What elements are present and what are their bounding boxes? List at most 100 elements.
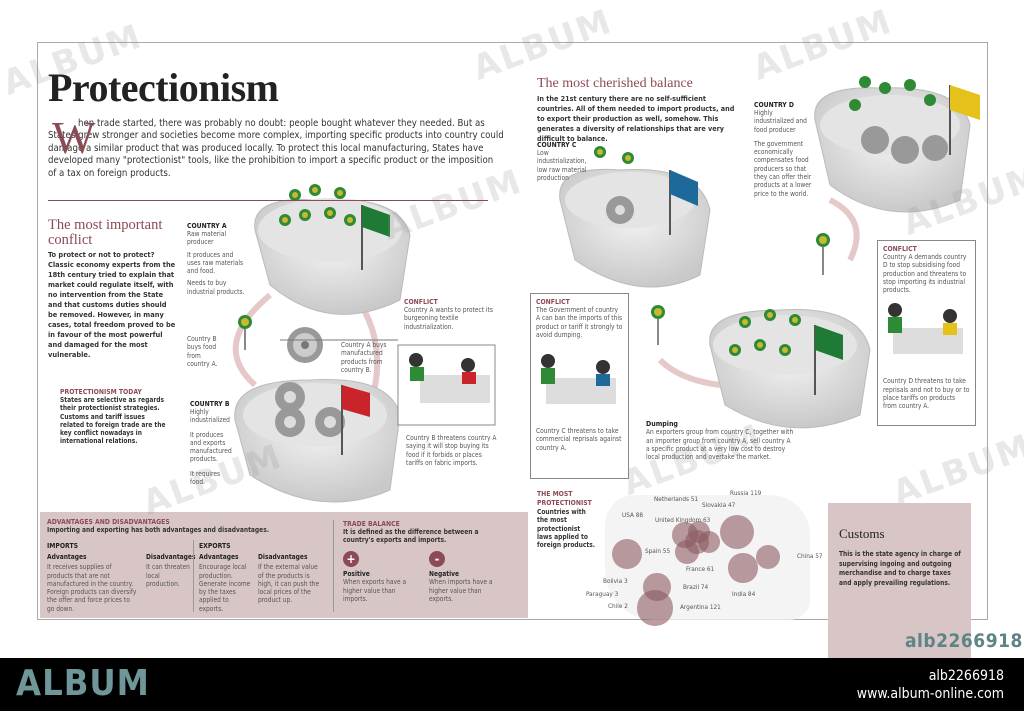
country-b-p2: It requires food. bbox=[190, 469, 221, 487]
bubble-label: USA 88 bbox=[622, 511, 644, 519]
country-a-p1: It produces and uses raw materials and f… bbox=[187, 250, 244, 276]
exports-label: EXPORTS bbox=[199, 542, 231, 550]
conflict-1-text: Country A wants to protect its burgeonin… bbox=[404, 306, 493, 331]
divider bbox=[193, 540, 194, 612]
bubble-china bbox=[755, 544, 781, 570]
bubble-label: Paraguay 3 bbox=[586, 590, 619, 598]
country-c-desc: Low industrialization, low raw material … bbox=[537, 149, 587, 182]
exports-advantages: Advantages Encourage local production. G… bbox=[199, 553, 251, 613]
positive-text: When exports have a higher value than im… bbox=[343, 578, 407, 603]
bubble-label: Bolivia 3 bbox=[603, 577, 628, 585]
bubble-label: Argentina 121 bbox=[680, 603, 721, 611]
trade-negative: - Negative When imports have a higher va… bbox=[429, 551, 494, 603]
exports-disadvantages: Disadvantages If the external value of t… bbox=[258, 553, 320, 605]
protectionist-label: THE MOST PROTECTIONIST bbox=[537, 490, 592, 507]
dumping-heading: Dumping bbox=[646, 420, 678, 428]
protectionist-text: Countries with the most protectionist la… bbox=[537, 508, 596, 550]
dumping: Dumping An exporters group from country … bbox=[646, 420, 796, 461]
country-a-info: COUNTRY A Raw material producer It produ… bbox=[187, 222, 245, 296]
album-logo: ALBUM bbox=[16, 663, 150, 704]
trade-balance-label: TRADE BALANCE bbox=[343, 520, 400, 528]
island-country-b bbox=[234, 378, 401, 503]
flag-country-a bbox=[362, 205, 390, 237]
balance-heading: The most cherished balance bbox=[537, 76, 693, 91]
bubble-label: Brazil 74 bbox=[683, 583, 709, 591]
infographic-frame bbox=[37, 42, 988, 620]
imports-dis-text: It can threaten local production. bbox=[146, 563, 190, 588]
country-d-label: COUNTRY D bbox=[754, 101, 794, 109]
island-country-d bbox=[814, 76, 980, 213]
imports-adv-heading: Advantages bbox=[47, 553, 87, 561]
negative-text: When imports have a higher value than ex… bbox=[429, 578, 493, 603]
country-a-label: COUNTRY A bbox=[187, 222, 227, 230]
imports-label: IMPORTS bbox=[47, 542, 79, 550]
conflict-1-caption: Country B threatens country A saying it … bbox=[406, 434, 497, 467]
balance-text: In the 21st century there are no self-su… bbox=[537, 94, 735, 143]
protectionism-today-text: States are selective as regards their pr… bbox=[60, 396, 166, 446]
bubble-label: United Kingdom 63 bbox=[655, 516, 711, 524]
footer-url[interactable]: www.album-online.com bbox=[856, 686, 1004, 702]
bubble-india bbox=[728, 553, 758, 583]
exports-adv-heading: Advantages bbox=[199, 553, 239, 561]
country-d-p1: The government economically compensates … bbox=[754, 139, 812, 198]
protectionism-today-label: PROTECTIONISM TODAY bbox=[60, 388, 142, 396]
customs-panel: Customs This is the state agency in char… bbox=[828, 503, 971, 658]
protectionist-info: THE MOST PROTECTIONIST Countries with th… bbox=[537, 490, 597, 549]
bubble-label: Netherlands 51 bbox=[654, 495, 699, 503]
bubble-france bbox=[684, 529, 710, 555]
flag-country-d bbox=[950, 85, 980, 120]
country-c-label: COUNTRY C bbox=[537, 141, 577, 149]
trade-illustration-a-b bbox=[232, 184, 496, 503]
exports-adv-text: Encourage local production. Generate inc… bbox=[199, 563, 251, 613]
exports-dis-heading: Disadvantages bbox=[258, 553, 308, 561]
customs-text: This is the state agency in charge of su… bbox=[839, 550, 961, 587]
conflict-1: CONFLICT Country A wants to protect its … bbox=[404, 298, 494, 331]
advantages-label: ADVANTAGES AND DISADVANTAGES bbox=[47, 518, 170, 526]
bubble-argentina bbox=[637, 590, 673, 626]
flag-country-b bbox=[342, 385, 370, 417]
negotiation-figures bbox=[541, 354, 616, 405]
customs-heading: Customs bbox=[839, 526, 885, 541]
trade-illustration-c-d-a bbox=[559, 76, 980, 429]
flag-country-a2 bbox=[815, 325, 843, 360]
country-b-p1: It produces and exports manufactured pro… bbox=[190, 430, 232, 464]
country-b-info: COUNTRY B Highly industrialized It produ… bbox=[190, 400, 234, 486]
country-b-desc: Highly industrialized bbox=[190, 408, 230, 425]
watermark-id: alb2266918 bbox=[905, 630, 1023, 652]
advantages-intro: Importing and exporting has both advanta… bbox=[47, 526, 269, 534]
conflict-3-text: Country A demands country D to stop subs… bbox=[883, 253, 967, 295]
bubble-label: Russia 119 bbox=[730, 489, 762, 497]
divider bbox=[333, 520, 334, 612]
arrow-b-to-a bbox=[232, 292, 272, 388]
drop-cap: W bbox=[52, 112, 96, 163]
bubble-label: Spain 55 bbox=[645, 547, 671, 555]
country-d-desc: Highly industrialized and food producer bbox=[754, 109, 807, 134]
country-d-info: COUNTRY D Highly industrialized and food… bbox=[754, 101, 812, 198]
positive-heading: Positive bbox=[343, 570, 370, 578]
conflict-text: To protect or not to protect? Classic ec… bbox=[48, 250, 176, 359]
island-country-a bbox=[254, 184, 411, 315]
a-buys-products: Country A buys manufactured products fro… bbox=[341, 341, 387, 374]
conflict-3-box: CONFLICT Country A demands country D to … bbox=[877, 240, 976, 426]
bubble-russia bbox=[719, 514, 755, 550]
bubble-usa bbox=[611, 538, 642, 569]
imports-dis-heading: Disadvantages bbox=[146, 553, 196, 561]
conflict-1-label: CONFLICT bbox=[404, 298, 438, 306]
sunflower-icon bbox=[816, 233, 830, 275]
imports-disadvantages: Disadvantages It can threaten local prod… bbox=[146, 553, 196, 588]
conflict-2-box: CONFLICT The Government of country A can… bbox=[530, 293, 629, 479]
footer-id: alb2266918 bbox=[928, 668, 1004, 684]
trade-positive: + Positive When exports have a higher va… bbox=[343, 551, 408, 603]
conflict-2-text: The Government of country A can ban the … bbox=[536, 306, 623, 339]
negative-heading: Negative bbox=[429, 570, 459, 578]
bubble-label: China 57 bbox=[797, 552, 823, 560]
dumping-text: An exporters group from country C, toget… bbox=[646, 428, 794, 462]
minus-icon: - bbox=[429, 551, 445, 567]
conflict-2-caption: Country C threatens to take commercial r… bbox=[536, 427, 622, 452]
advantages-panel bbox=[40, 512, 528, 618]
gear-icon bbox=[287, 327, 323, 363]
plus-icon: + bbox=[343, 551, 359, 567]
page-title: Protectionism bbox=[48, 65, 279, 110]
divider bbox=[48, 200, 488, 201]
country-a-p2: Needs to buy industrial products. bbox=[187, 279, 245, 296]
